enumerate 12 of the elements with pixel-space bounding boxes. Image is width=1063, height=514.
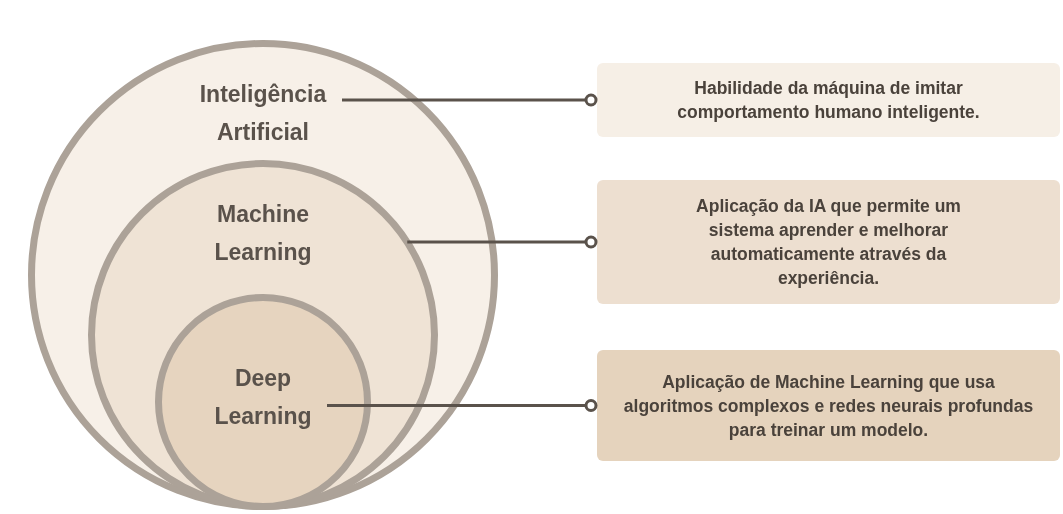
description-box: [597, 350, 1060, 461]
description-box: [597, 180, 1060, 304]
description-text: Habilidade da máquina de imitar comportamento humano inteligente.: [676, 77, 981, 124]
connector-line: [327, 399, 598, 412]
description-text: Aplicação da IA que permite um sistema aprender e melhorar automaticamente através da experiência.: [695, 195, 962, 290]
connector-line: [407, 235, 598, 249]
circle-label: Inteligência Artificial: [198, 80, 328, 147]
connector-line: [342, 93, 598, 107]
description-text: Aplicação de Machine Learning que usa algoritmos complexos e redes neurais profundas para treinar um modelo.: [622, 370, 1035, 442]
description-box: [597, 63, 1060, 137]
circle-label: Machine Learning: [213, 200, 313, 267]
circle-label: Deep Learning: [213, 364, 313, 431]
